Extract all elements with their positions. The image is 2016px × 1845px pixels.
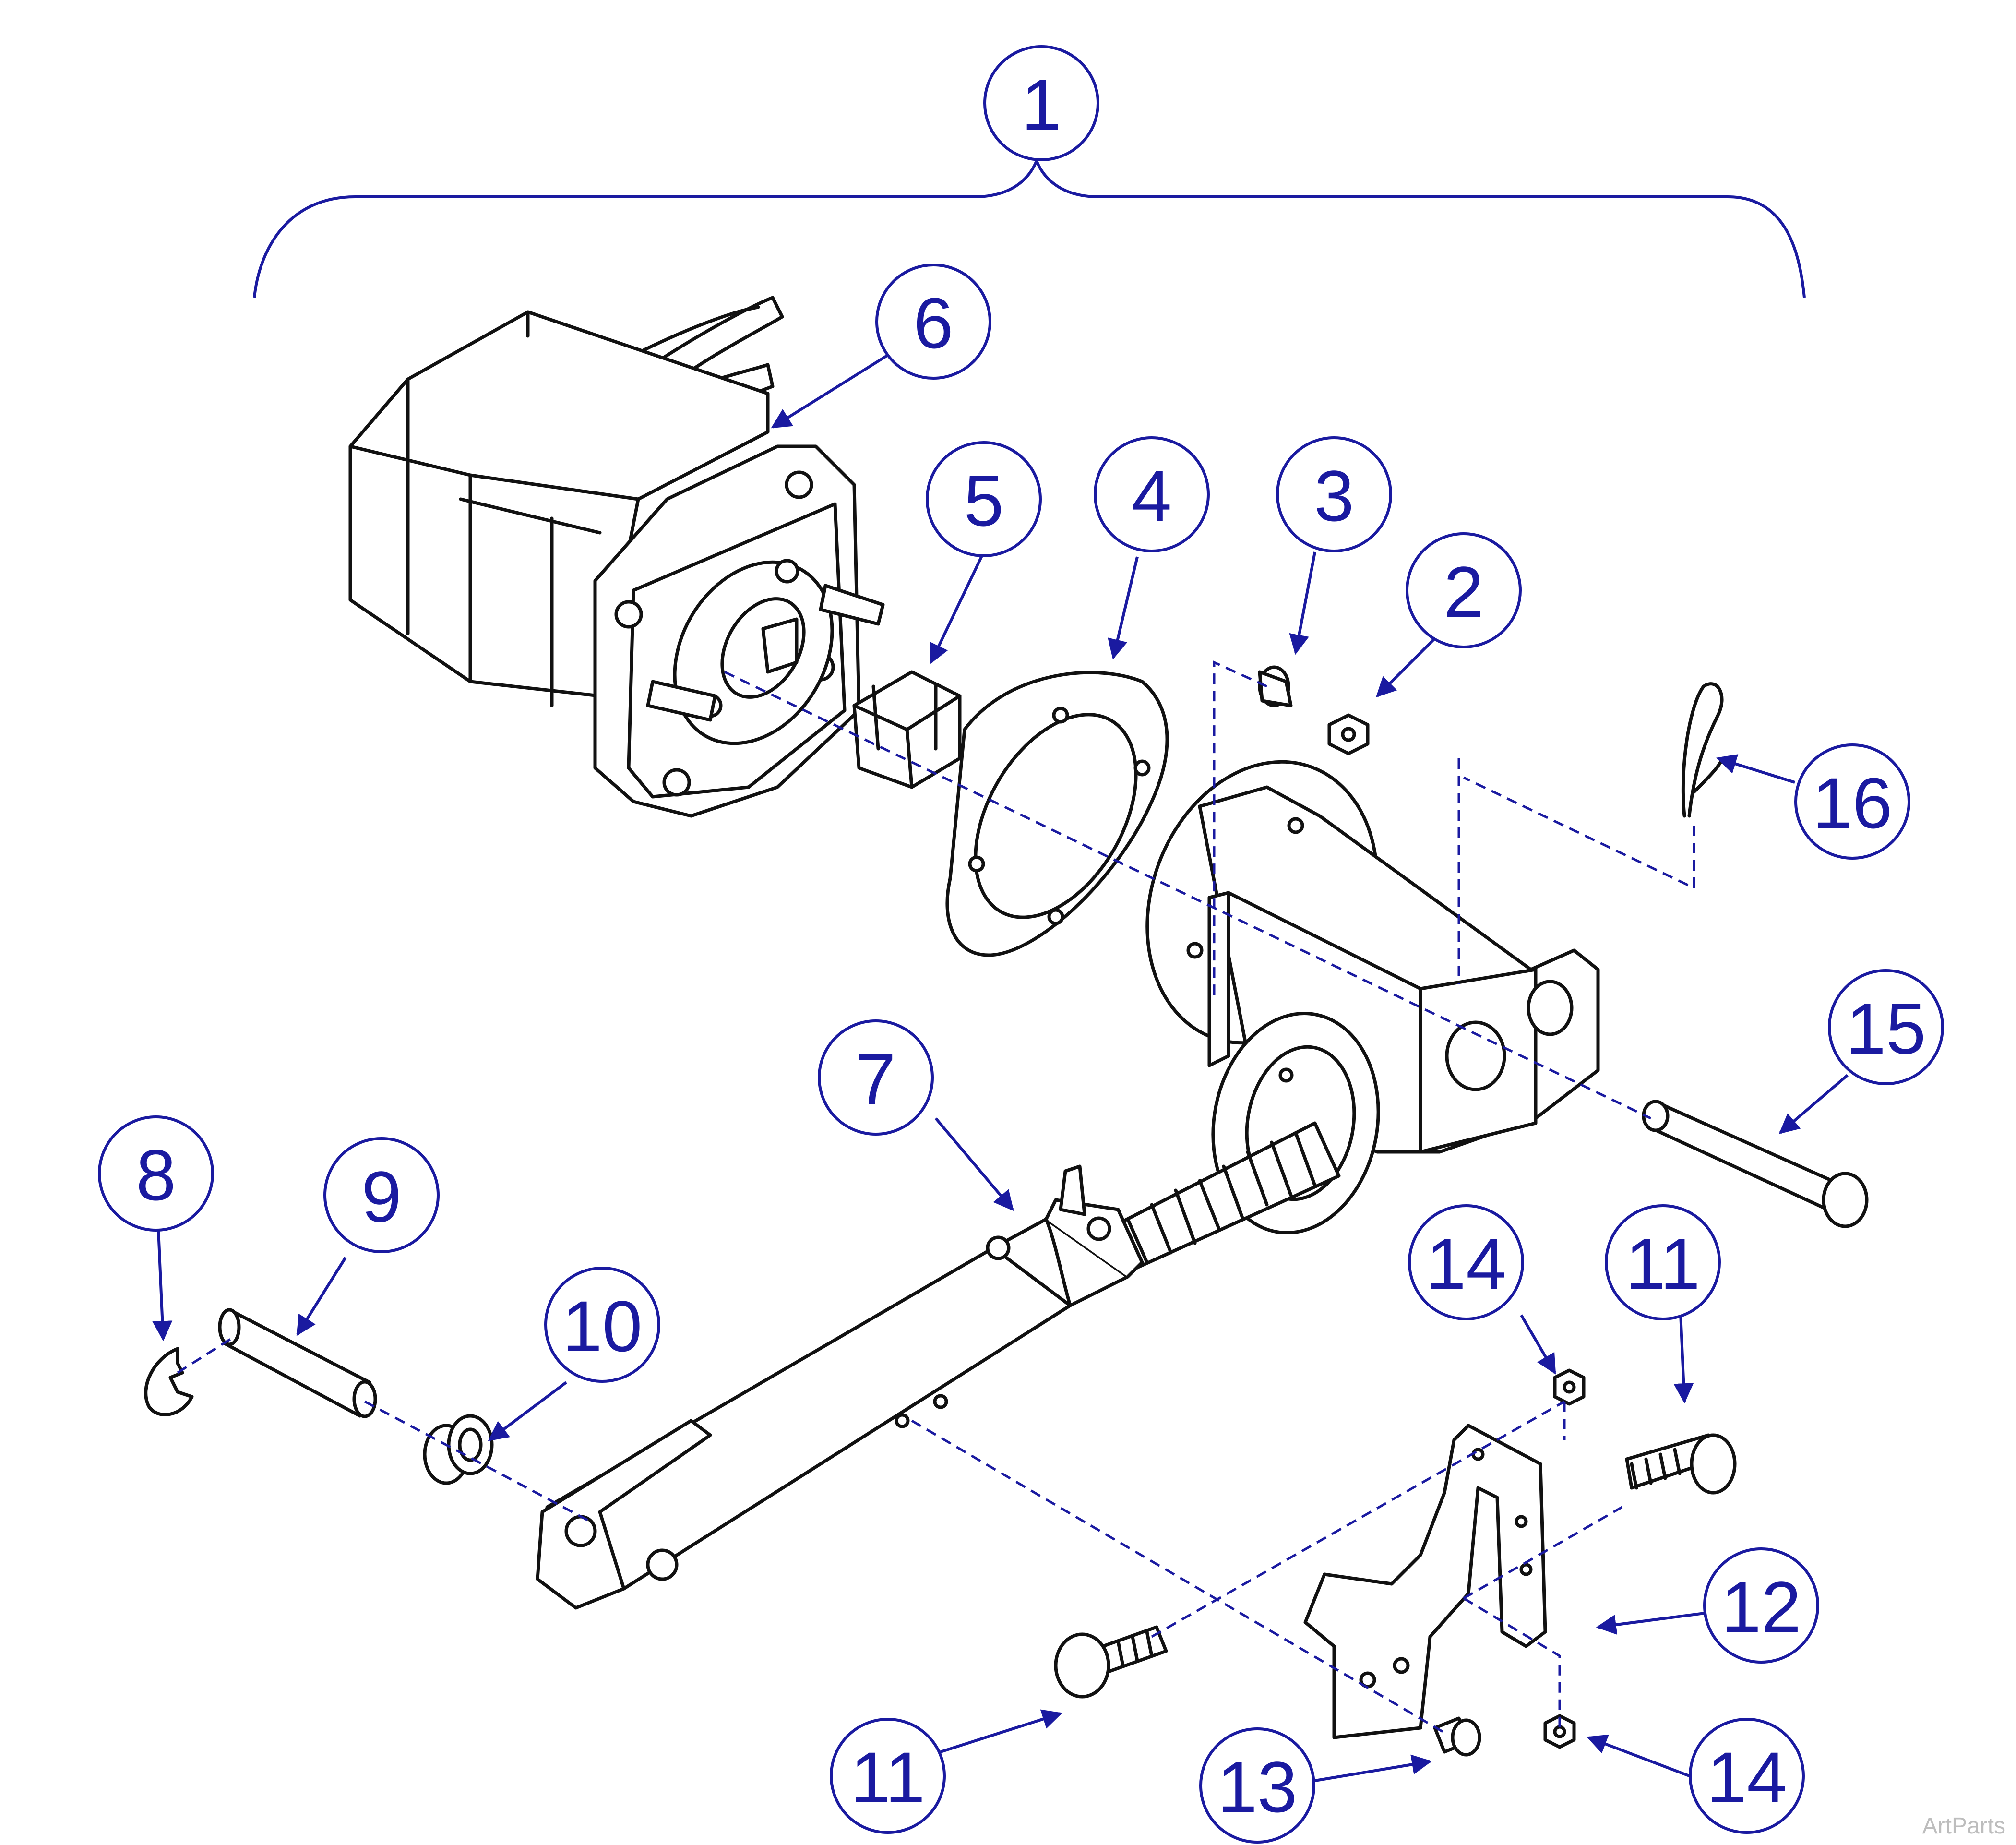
svg-text:10: 10 [562, 1286, 643, 1366]
bolt-part-right [1625, 1433, 1737, 1495]
svg-text:11: 11 [1625, 1223, 1700, 1304]
bracket-part [1303, 1424, 1547, 1739]
svg-text:15: 15 [1846, 988, 1926, 1069]
nut-part-upper [1553, 1368, 1586, 1406]
callout-7: 7 [818, 1019, 934, 1136]
svg-text:6: 6 [913, 283, 953, 363]
assembly-lines [177, 660, 1695, 1734]
svg-text:11: 11 [850, 1737, 925, 1818]
callout-16: 16 [1794, 743, 1910, 860]
callout-6: 6 [875, 264, 991, 380]
screw-part-13 [1433, 1716, 1481, 1757]
callout-12: 12 [1703, 1547, 1819, 1664]
svg-text:13: 13 [1217, 1747, 1298, 1827]
cotter-pin-part [1681, 682, 1725, 818]
pin-part [218, 1308, 377, 1418]
bushing-part [423, 1414, 494, 1485]
callout-15: 15 [1828, 969, 1944, 1085]
callout-13: 13 [1199, 1727, 1315, 1844]
svg-text:4: 4 [1132, 455, 1171, 536]
callout-2: 2 [1406, 532, 1522, 648]
svg-text:16: 16 [1813, 763, 1893, 843]
callout-10: 10 [544, 1267, 660, 1383]
callout-11-left: 11 [830, 1718, 946, 1834]
nut-part [1327, 713, 1370, 755]
callout-8: 8 [98, 1115, 214, 1232]
callout-14-upper: 14 [1408, 1204, 1524, 1320]
svg-text:14: 14 [1707, 1737, 1787, 1818]
callout-4: 4 [1094, 436, 1210, 552]
callout-9: 9 [323, 1137, 440, 1253]
svg-text:12: 12 [1721, 1567, 1801, 1647]
coupling-part [852, 670, 962, 789]
callout-14-lower: 14 [1689, 1718, 1805, 1834]
gasket-part [945, 671, 1169, 957]
svg-text:5: 5 [964, 460, 1003, 541]
nut-part-lower [1543, 1714, 1576, 1749]
screw-part [1258, 665, 1293, 707]
e-clip-part [144, 1347, 194, 1416]
svg-text:14: 14 [1426, 1223, 1506, 1304]
actuator-part [536, 1121, 1341, 1610]
motor-part [348, 296, 885, 818]
leader-arrows [152, 354, 1849, 1782]
assembly-brace [253, 156, 1806, 298]
svg-text:7: 7 [856, 1039, 895, 1119]
svg-text:3: 3 [1314, 455, 1354, 536]
callout-3: 3 [1276, 436, 1392, 552]
watermark-text: ArtParts [1922, 1813, 2005, 1839]
clevis-pin-part [1642, 1100, 1869, 1228]
svg-text:2: 2 [1443, 551, 1483, 632]
callout-1: 1 [983, 45, 1099, 161]
svg-text:8: 8 [136, 1135, 176, 1215]
callout-11-right: 11 [1605, 1204, 1721, 1320]
svg-text:9: 9 [361, 1156, 401, 1237]
gearbox-housing-part [1145, 760, 1600, 1234]
bolt-part-left [1054, 1625, 1168, 1699]
callout-5: 5 [926, 441, 1042, 557]
svg-text:1: 1 [1021, 64, 1061, 145]
